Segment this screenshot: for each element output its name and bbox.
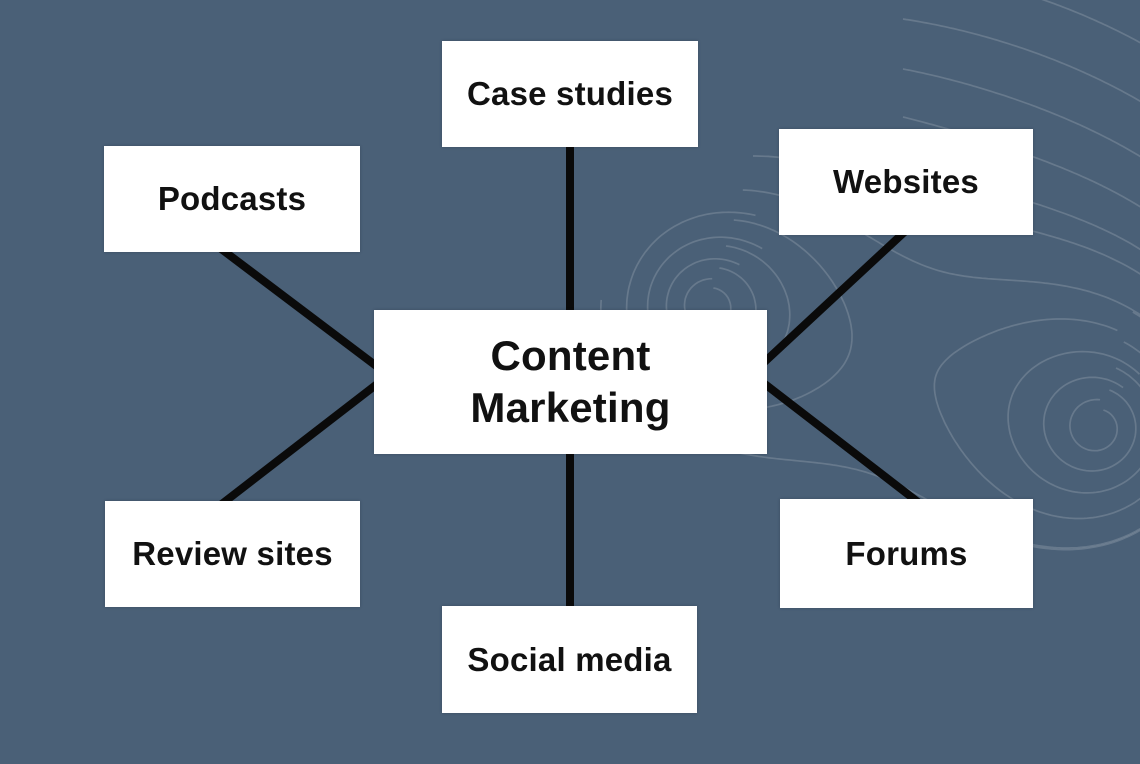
node-label: Case studies [467,75,673,112]
node-label: Forums [845,534,968,572]
swirl-line [1069,398,1119,452]
node-label: Podcasts [157,180,307,217]
connector-podcasts [209,238,386,375]
connector-review-sites [211,377,384,514]
node-social-media: Social media [442,606,697,713]
connector-forums [758,377,930,513]
swirl-line [742,189,1140,551]
connector-websites [755,222,915,371]
node-review-sites: Review sites [105,501,360,607]
node-label: Review sites [132,535,333,572]
center-node-label: Content Marketing [470,331,671,432]
node-websites: Websites [779,129,1033,235]
swirl-line [902,68,1140,158]
node-content-marketing-center: Content Marketing [374,310,767,454]
node-podcasts: Podcasts [104,146,360,252]
node-label: Social media [467,640,672,678]
node-label: Websites [833,163,979,200]
swirl-line [1042,376,1137,472]
swirl-line [933,318,1140,520]
swirl-line [1041,0,1140,44]
node-forums: Forums [780,499,1033,608]
swirl-line [902,18,1140,103]
node-case-studies: Case studies [442,41,698,147]
swirl-line [1007,350,1140,494]
